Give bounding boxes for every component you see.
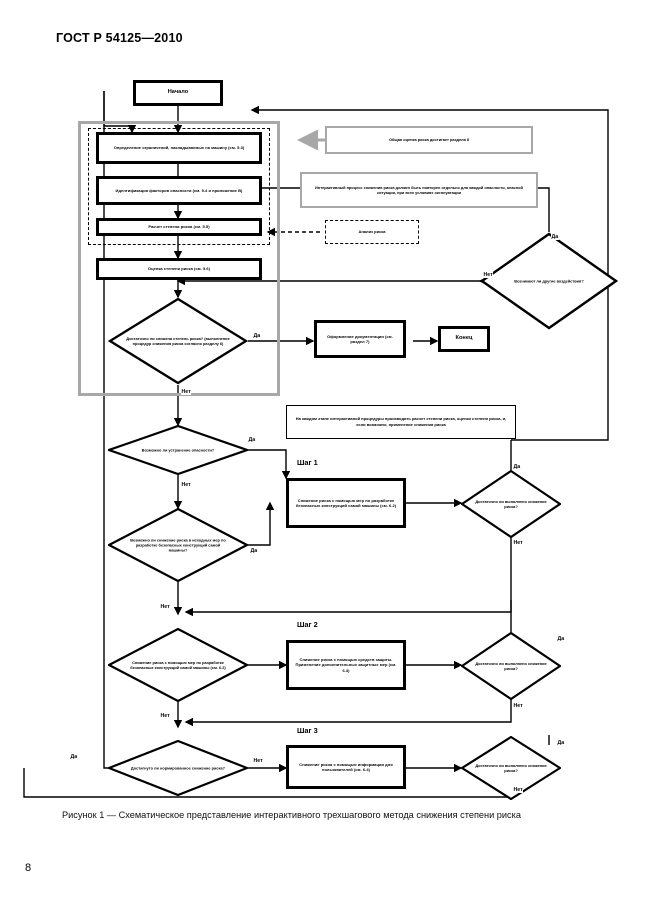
node-risk-analysis-label: Анализ риска bbox=[358, 229, 386, 235]
node-identify-hazards-label: Идентификация факторов опасности (см. 5.… bbox=[115, 187, 243, 193]
decision-can-reduce-by-design-label: Возможно ли снижение риска в исходных ме… bbox=[130, 537, 226, 553]
callout-overall-evaluation: Общая оценка риска достигает раздела 8 bbox=[325, 126, 533, 154]
risk-analysis-dashed-outline bbox=[88, 128, 270, 245]
decision-risk-reduced-enough-label: Достаточно ли снижена степень риска? (вы… bbox=[126, 335, 230, 346]
node-identify-hazards[interactable]: Идентификация факторов опасности (см. 5.… bbox=[96, 176, 262, 205]
decision-can-eliminate-hazard-label: Возможно ли устранение опасности? bbox=[141, 447, 215, 453]
decision-step2-check-label: Достаточно ли выполнено снижение риска? bbox=[475, 660, 547, 671]
edge-label-yes-main-diamond: Да bbox=[253, 333, 261, 339]
decision-other-hazards[interactable]: Возникают ли другие воздействия? bbox=[480, 232, 618, 330]
edge-label-no-step2-source: Нет bbox=[160, 713, 171, 719]
edge-label-no-step3-left: Нет bbox=[253, 758, 264, 764]
edge-label-no-eliminate: Нет bbox=[181, 482, 192, 488]
node-end-label: Конец bbox=[455, 335, 473, 342]
callout-overall-evaluation-label: Общая оценка риска достигает раздела 8 bbox=[388, 137, 470, 143]
node-evaluate-risk[interactable]: Оценка степени риска (см. 5.6) bbox=[96, 258, 262, 280]
edge-label-no-step1-check: Нет bbox=[513, 540, 524, 546]
step-label-2: Шаг 2 bbox=[297, 620, 318, 629]
decision-step2-source-label: Снижение риска с помощью мер по разработ… bbox=[130, 659, 226, 670]
decision-step2-source[interactable]: Снижение риска с помощью мер по разработ… bbox=[108, 628, 248, 702]
node-estimate-risk-label: Расчет степени риска (см. 5.5) bbox=[148, 224, 210, 230]
node-step2-action-label: Снижение риска с помощью средств защиты.… bbox=[295, 656, 397, 673]
decision-risk-reduced-enough-shape bbox=[108, 297, 248, 385]
edge-label-no-main-diamond: Нет bbox=[181, 389, 192, 395]
step-label-1: Шаг 1 bbox=[297, 458, 318, 467]
node-documentation[interactable]: Оформление документации (см. раздел 7) bbox=[314, 320, 406, 358]
edge-label-yes-other-hazards: Да bbox=[551, 234, 559, 240]
node-step2-action[interactable]: Снижение риска с помощью средств защиты.… bbox=[286, 640, 406, 690]
node-estimate-risk[interactable]: Расчет степени риска (см. 5.5) bbox=[96, 218, 262, 236]
decision-step1-check-label: Достаточно ли выполнено снижение риска? bbox=[475, 498, 547, 509]
decision-other-hazards-label: Возникают ли другие воздействия? bbox=[514, 278, 584, 284]
decision-can-eliminate-hazard[interactable]: Возможно ли устранение опасности? bbox=[108, 425, 248, 475]
edge-label-yes-step1-check: Да bbox=[513, 464, 521, 470]
decision-other-hazards-shape bbox=[480, 232, 618, 330]
node-step3-action[interactable]: Снижение риска с помощью информации для … bbox=[286, 745, 406, 789]
figure-caption: Рисунок 1 — Схематическое представление … bbox=[62, 810, 521, 820]
node-start[interactable]: Начало bbox=[133, 80, 223, 106]
decision-step1-check[interactable]: Достаточно ли выполнено снижение риска? bbox=[461, 470, 561, 538]
node-risk-analysis[interactable]: Анализ риска bbox=[325, 220, 419, 244]
node-evaluate-risk-label: Оценка степени риска (см. 5.6) bbox=[147, 266, 211, 272]
decision-step3-left-label: Достигнуто ли нормированное снижение рис… bbox=[130, 765, 226, 771]
decision-step3-left[interactable]: Достигнуто ли нормированное снижение рис… bbox=[108, 740, 248, 796]
callout-each-stage-note: На каждом этапе интерактивной процедуры … bbox=[286, 405, 516, 439]
edge-label-yes-eliminate: Да bbox=[248, 437, 256, 443]
node-step3-action-label: Снижение риска с помощью информации для … bbox=[299, 761, 393, 772]
edge-label-yes-step3-left: Да bbox=[70, 754, 78, 760]
decision-step3-left-shape bbox=[108, 740, 248, 796]
node-determine-limits[interactable]: Определение ограничений, накладываемых н… bbox=[96, 132, 262, 164]
callout-iterative-note: Интерактивный процесс снижения риска дол… bbox=[300, 172, 538, 208]
edge-label-no-other-hazards: Нет bbox=[483, 272, 494, 278]
decision-can-reduce-by-design[interactable]: Возможно ли снижение риска в исходных ме… bbox=[108, 508, 248, 582]
edge-label-no-reduce-design: Нет bbox=[160, 604, 171, 610]
decision-step2-source-shape bbox=[108, 628, 248, 702]
decision-step3-check-label: Достаточно ли выполнено снижение риска? bbox=[475, 762, 547, 773]
node-documentation-label: Оформление документации (см. раздел 7) bbox=[327, 333, 393, 344]
decision-step1-check-shape bbox=[461, 470, 561, 538]
node-step1-action-label: Снижение риска с помощью мер по разработ… bbox=[295, 497, 397, 508]
edge-label-no-step2-check: Нет bbox=[513, 703, 524, 709]
edge-label-yes-step3-check: Да bbox=[557, 740, 565, 746]
node-end[interactable]: Конец bbox=[438, 326, 490, 352]
node-determine-limits-label: Определение ограничений, накладываемых н… bbox=[113, 145, 245, 151]
callout-each-stage-note-label: На каждом этапе интерактивной процедуры … bbox=[295, 416, 507, 427]
edge-label-yes-step2-check: Да bbox=[557, 636, 565, 642]
edge-label-no-step3-check: Нет bbox=[513, 787, 524, 793]
step-label-3: Шаг 3 bbox=[297, 726, 318, 735]
decision-step3-check-shape bbox=[461, 736, 561, 800]
decision-can-eliminate-hazard-shape bbox=[108, 425, 248, 475]
decision-step2-check[interactable]: Достаточно ли выполнено снижение риска? bbox=[461, 632, 561, 700]
node-start-label: Начало bbox=[167, 89, 189, 96]
decision-step3-check[interactable]: Достаточно ли выполнено снижение риска? bbox=[461, 736, 561, 800]
risk-assessment-group-outline bbox=[78, 121, 280, 396]
node-step1-action[interactable]: Снижение риска с помощью мер по разработ… bbox=[286, 478, 406, 528]
callout-iterative-note-label: Интерактивный процесс снижения риска дол… bbox=[315, 184, 523, 195]
flowchart-figure: Начало Определение ограничений, накладыв… bbox=[23, 80, 618, 800]
decision-step2-check-shape bbox=[461, 632, 561, 700]
decision-can-reduce-by-design-shape bbox=[108, 508, 248, 582]
page-number: 8 bbox=[25, 862, 32, 874]
edge-label-yes-reduce-design: Да bbox=[250, 548, 258, 554]
decision-risk-reduced-enough[interactable]: Достаточно ли снижена степень риска? (вы… bbox=[108, 297, 248, 385]
document-header: ГОСТ Р 54125—2010 bbox=[56, 31, 183, 45]
